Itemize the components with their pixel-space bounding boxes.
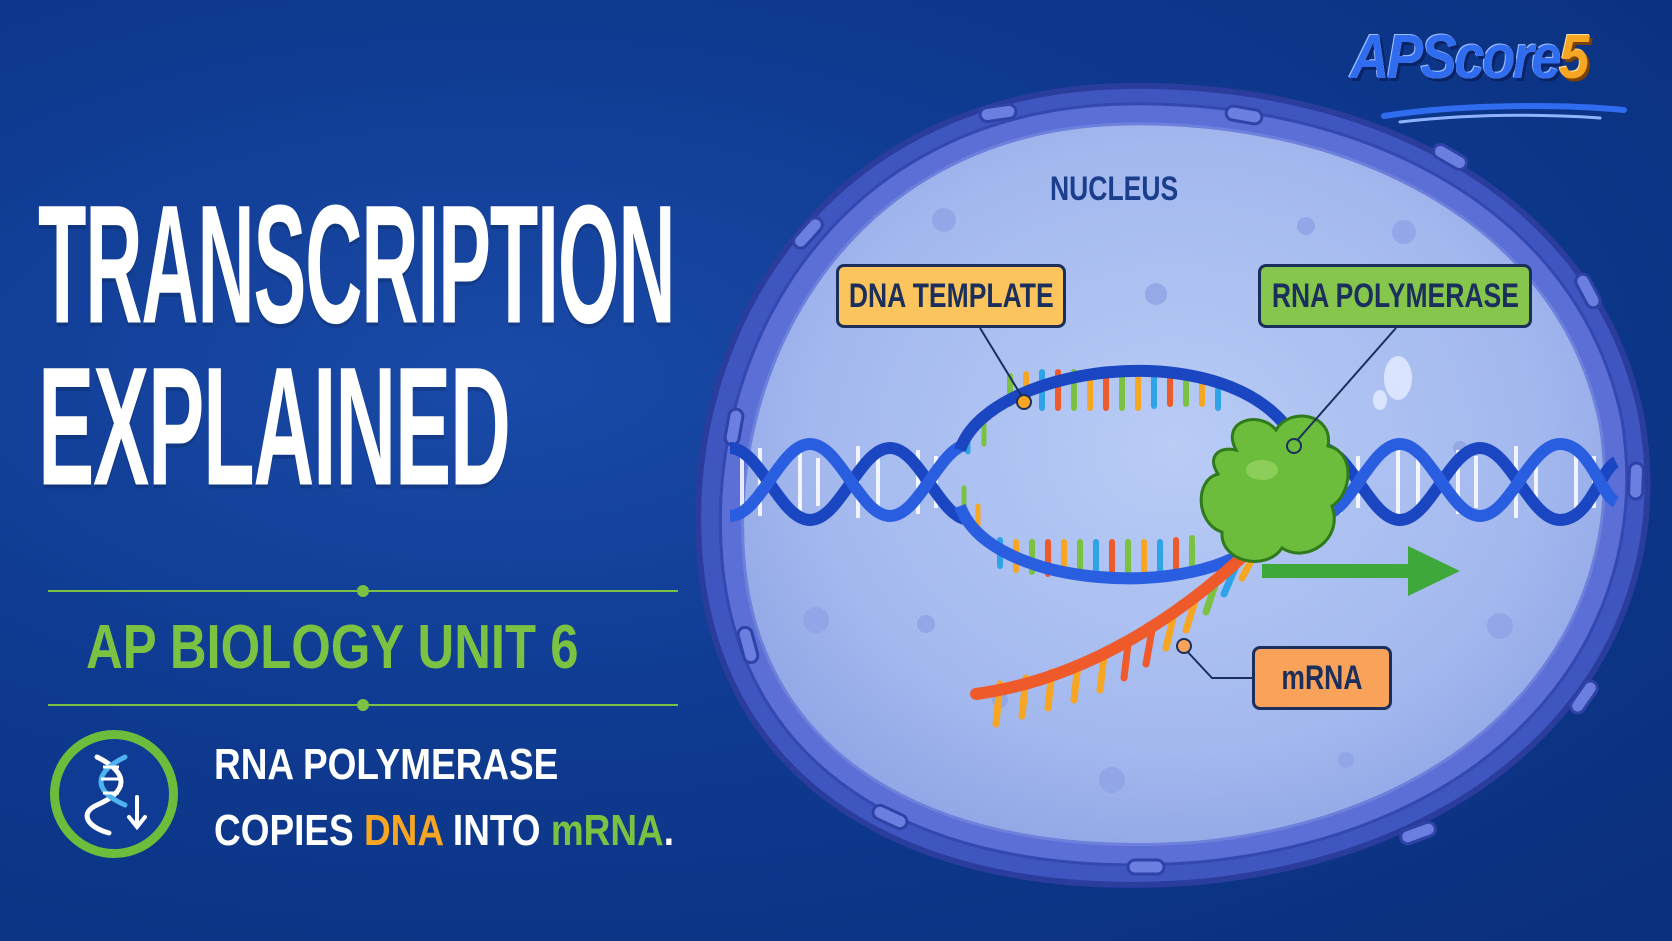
mrna-label-text: mRNA — [1281, 658, 1363, 697]
caption-line-2: COPIES DNA INTO mRNA. — [214, 806, 674, 856]
divider-dot — [357, 585, 369, 597]
dna-helix-left — [728, 437, 972, 527]
mrna-strand — [970, 532, 1268, 728]
dna-template-label-text: DNA TEMPLATE — [848, 276, 1054, 315]
caption-period: . — [663, 806, 675, 855]
apscore5-logo: APScore5 — [1350, 22, 1589, 93]
polymerase-pointer — [1286, 438, 1302, 454]
caption-copies: COPIES — [214, 806, 364, 855]
divider-bottom — [48, 699, 678, 711]
caption-line-1: RNA POLYMERASE — [214, 740, 559, 789]
caption-dna: DNA — [363, 806, 443, 855]
dna-template-label: DNA TEMPLATE — [836, 264, 1066, 328]
label-leaders — [979, 327, 1397, 679]
logo-text: APScore — [1350, 23, 1562, 92]
nucleus-label: NUCLEUS — [1050, 170, 1179, 208]
caption-into: INTO — [442, 806, 551, 855]
direction-arrow-icon — [1262, 546, 1460, 596]
logo-swoosh — [1381, 103, 1627, 124]
rna-polymerase — [1199, 414, 1350, 563]
dna-badge — [50, 730, 178, 858]
logo-digit: 5 — [1558, 23, 1589, 92]
divider-dot — [357, 699, 369, 711]
rna-polymerase-label: RNA POLYMERASE — [1258, 264, 1532, 328]
nuclear-pores — [723, 102, 1645, 876]
title-line-1: TRANSCRIPTION — [38, 170, 676, 360]
title-line-2: EXPLAINED — [38, 332, 511, 522]
dna-helix-right — [1318, 437, 1620, 527]
divider-top — [48, 585, 678, 597]
mrna-pointer — [1176, 638, 1192, 654]
rna-polymerase-label-text: RNA POLYMERASE — [1271, 276, 1519, 315]
subtitle: AP BIOLOGY UNIT 6 — [86, 613, 579, 682]
mrna-label: mRNA — [1252, 646, 1392, 710]
dna-template-pointer — [1016, 394, 1032, 410]
caption-mrna: mRNA — [550, 806, 664, 855]
dna-helix-icon — [84, 754, 147, 836]
nucleus-highlight — [1373, 356, 1412, 410]
